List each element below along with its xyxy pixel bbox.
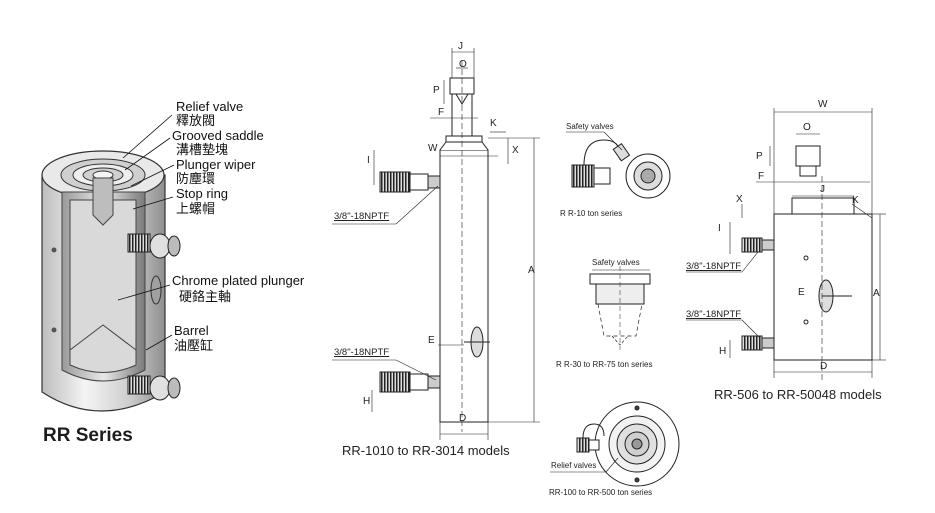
dim-d-right: D <box>820 361 828 372</box>
port-spec-right-top: 3/8"-18NPTF <box>686 261 742 272</box>
dim-a-right: A <box>873 288 880 299</box>
dim-j-center: J <box>458 41 463 52</box>
dim-j-right: J <box>820 184 825 195</box>
dim-f-right: F <box>758 171 765 182</box>
dim-k-center: K <box>490 118 497 129</box>
port-spec-center-bottom: 3/8"-18NPTF <box>334 347 390 358</box>
dim-e-center: E <box>428 335 435 346</box>
dim-w-center: W <box>428 143 438 154</box>
caption-rr506-rr50048: RR-506 to RR-50048 models <box>714 387 882 402</box>
dim-w-right: W <box>818 99 828 110</box>
dim-x-right: X <box>736 194 743 205</box>
inset-10ton-drawing <box>566 131 671 199</box>
callout-relief-valve-zh: 釋放閥 <box>176 113 216 128</box>
dim-p-right: P <box>756 151 763 162</box>
callout-barrel-zh: 油壓缸 <box>174 338 214 353</box>
dim-i-right: I <box>718 223 721 234</box>
dim-e-right: E <box>798 287 805 298</box>
inset-10ton-callout: Safety valves <box>566 122 614 131</box>
dim-h-right: H <box>719 346 727 357</box>
dim-k-right: K <box>852 195 859 206</box>
callout-plunger-wiper-en: Plunger wiper <box>176 157 256 172</box>
right-elevation <box>686 108 886 380</box>
callout-plunger-zh: 硬鉻主軸 <box>179 289 232 304</box>
inset-30-75-caption: R R-30 to RR-75 ton series <box>556 360 653 369</box>
caption-rr1010-rr3014: RR-1010 to RR-3014 models <box>342 443 510 458</box>
callout-grooved-saddle-zh: 溝槽墊塊 <box>176 142 229 157</box>
dim-a-center: A <box>528 265 535 276</box>
callout-relief-valve-en: Relief valve <box>176 99 244 114</box>
callout-plunger-en: Chrome plated plunger <box>172 273 305 288</box>
inset-100-500-callout: Relief valves <box>551 461 597 470</box>
inset-100-500-caption: RR-100 to RR-500 ton series <box>549 488 653 497</box>
callout-plunger-wiper-zh: 防塵環 <box>176 171 216 186</box>
callout-stop-ring-zh: 上螺帽 <box>176 201 216 216</box>
port-spec-right-bottom: 3/8"-18NPTF <box>686 309 742 320</box>
inset-100-500-drawing <box>550 401 680 487</box>
dim-d-center: D <box>459 413 467 424</box>
cutaway-coupler-top <box>127 233 181 259</box>
dim-o-center: O <box>459 59 467 70</box>
cutaway-cylinder <box>41 114 181 412</box>
port-spec-center-top: 3/8"-18NPTF <box>334 211 390 222</box>
inset-30-75-drawing <box>589 266 651 350</box>
callout-barrel-en: Barrel <box>174 323 209 338</box>
dim-x-center: X <box>512 145 519 156</box>
dim-o-right: O <box>803 122 811 133</box>
inset-30-75-callout: Safety valves <box>592 258 640 267</box>
callout-stop-ring-en: Stop ring <box>176 186 229 201</box>
dim-p-center: P <box>433 85 440 96</box>
inset-10ton-caption: R R-10 ton series <box>560 209 623 218</box>
center-elevation <box>332 48 540 440</box>
dim-f-center: F <box>438 107 445 118</box>
cutaway-title: RR Series <box>43 425 133 446</box>
cutaway-coupler-bottom <box>127 375 181 401</box>
dim-h-center: H <box>363 396 371 407</box>
dim-i-center: I <box>367 155 370 166</box>
callout-grooved-saddle-en: Grooved saddle <box>172 128 264 143</box>
